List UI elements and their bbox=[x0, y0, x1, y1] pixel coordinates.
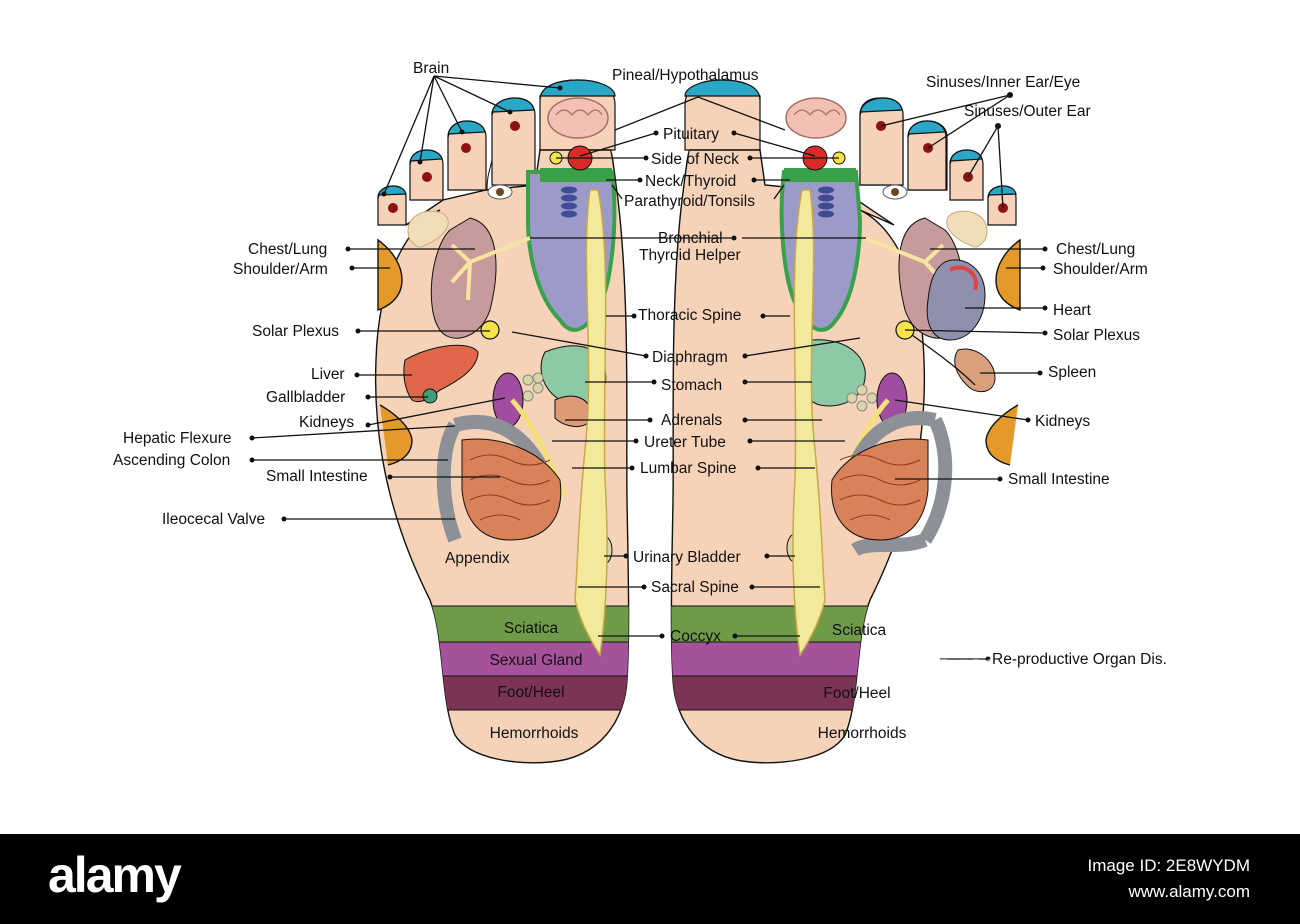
zone-foot-heel-left: Foot/Heel bbox=[497, 684, 564, 701]
label-chest-lung-left: Chest/Lung bbox=[248, 241, 327, 258]
label-thoracic-spine: Thoracic Spine bbox=[638, 307, 741, 324]
label-side-neck: Side of Neck bbox=[651, 151, 739, 168]
image-id: Image ID: 2E8WYDM bbox=[1087, 856, 1251, 875]
left-foot bbox=[374, 79, 630, 764]
label-lumbar-spine: Lumbar Spine bbox=[640, 460, 737, 477]
label-spleen: Spleen bbox=[1048, 364, 1096, 381]
label-ascending-colon: Ascending Colon bbox=[113, 452, 230, 469]
label-pituitary: Pituitary bbox=[663, 126, 719, 143]
label-liver: Liver bbox=[311, 366, 345, 383]
label-shoulder-arm-left: Shoulder/Arm bbox=[233, 261, 328, 278]
label-urinary-bladder: Urinary Bladder bbox=[633, 549, 741, 566]
label-small-intestine-left: Small Intestine bbox=[266, 468, 368, 485]
site-url: www.alamy.com bbox=[1128, 882, 1250, 901]
zone-hemorrhoids-right: Hemorrhoids bbox=[818, 725, 907, 742]
zone-foot-heel-right: Foot/Heel bbox=[823, 685, 890, 702]
label-coccyx: Coccyx bbox=[670, 628, 721, 645]
label-solar-plexus-left: Solar Plexus bbox=[252, 323, 339, 340]
label-small-intestine-right: Small Intestine bbox=[1008, 471, 1110, 488]
label-kidneys-right: Kidneys bbox=[1035, 413, 1090, 430]
label-kidneys-left: Kidneys bbox=[299, 414, 354, 431]
right-foot bbox=[670, 79, 1021, 764]
label-sacral-spine: Sacral Spine bbox=[651, 579, 739, 596]
label-heart: Heart bbox=[1053, 302, 1092, 319]
label-ileocecal-valve: Ileocecal Valve bbox=[162, 511, 265, 528]
reflexology-foot-chart: alamy Brain Pineal/Hypothalamus Sinuses/… bbox=[113, 60, 1167, 764]
label-gallbladder: Gallbladder bbox=[266, 389, 345, 406]
label-ureter-tube: Ureter Tube bbox=[644, 434, 726, 451]
label-parathyroid: Parathyroid/Tonsils bbox=[624, 193, 755, 210]
zone-sciatica-right: Sciatica bbox=[832, 622, 887, 639]
label-pineal: Pineal/Hypothalamus bbox=[612, 67, 759, 84]
label-chest-lung-right: Chest/Lung bbox=[1056, 241, 1135, 258]
label-thyroid-helper: Thyroid Helper bbox=[639, 247, 741, 264]
label-brain: Brain bbox=[413, 60, 449, 77]
label-diaphragm: Diaphragm bbox=[652, 349, 728, 366]
zone-sexual-gland-left: Sexual Gland bbox=[489, 652, 582, 669]
alamy-logo: alamy bbox=[48, 847, 182, 903]
zone-sciatica-left: Sciatica bbox=[504, 620, 559, 637]
label-stomach: Stomach bbox=[661, 377, 722, 394]
label-solar-plexus-right: Solar Plexus bbox=[1053, 327, 1140, 344]
watermark: alamy bbox=[888, 641, 1030, 697]
label-shoulder-arm-right: Shoulder/Arm bbox=[1053, 261, 1148, 278]
label-sinuses-outer: Sinuses/Outer Ear bbox=[964, 103, 1091, 120]
label-appendix: Appendix bbox=[445, 550, 510, 567]
label-sinuses-inner: Sinuses/Inner Ear/Eye bbox=[926, 74, 1080, 91]
stock-footer: alamy Image ID: 2E8WYDM www.alamy.com bbox=[0, 834, 1300, 924]
label-reproductive: Re-productive Organ Dis. bbox=[992, 651, 1167, 668]
label-neck-thyroid: Neck/Thyroid bbox=[645, 173, 736, 190]
label-bronchial: Bronchial bbox=[658, 230, 723, 247]
leader-lines bbox=[249, 75, 1048, 662]
label-adrenals: Adrenals bbox=[661, 412, 722, 429]
label-hepatic-flexure: Hepatic Flexure bbox=[123, 430, 232, 447]
zone-hemorrhoids-left: Hemorrhoids bbox=[490, 725, 579, 742]
heel-zone-labels: Sciatica Sexual Gland Foot/Heel Hemorrho… bbox=[489, 620, 906, 742]
labels: Brain Pineal/Hypothalamus Sinuses/Inner … bbox=[113, 60, 1167, 668]
